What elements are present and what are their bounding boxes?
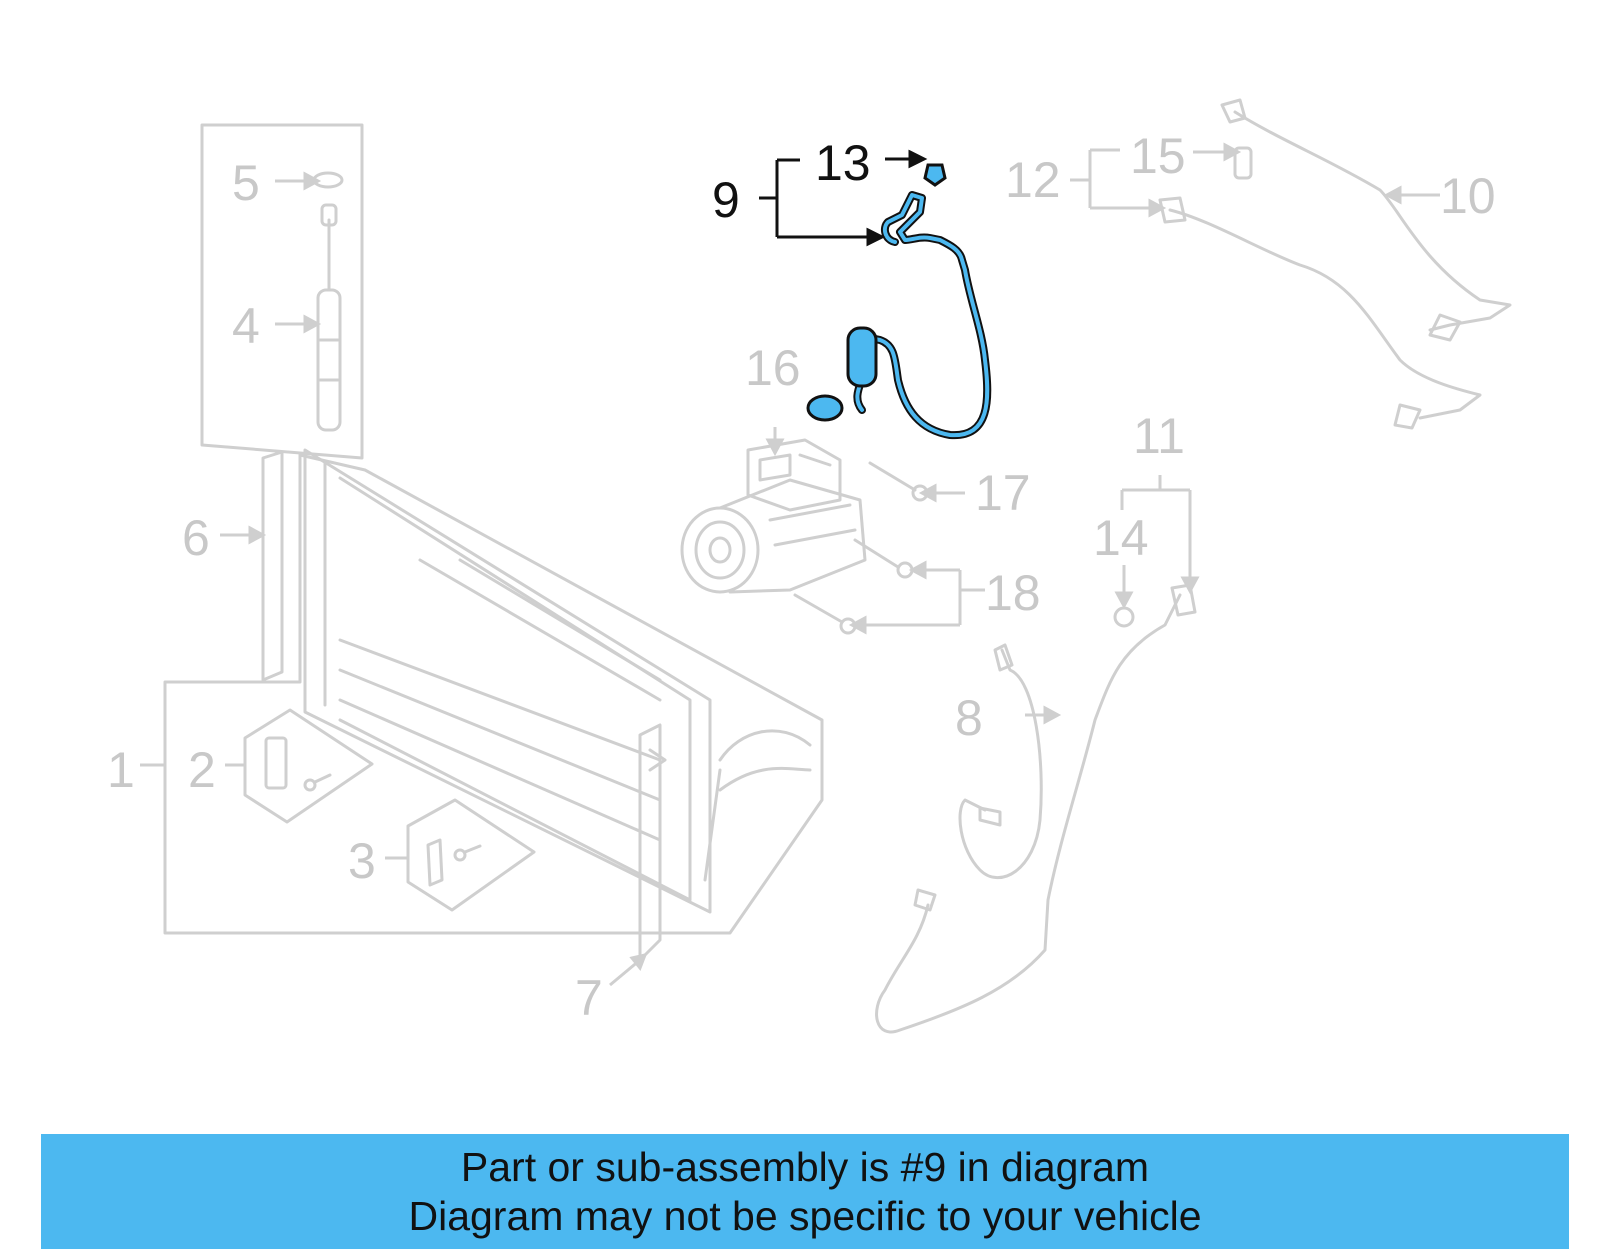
banner-line-disclaimer: Diagram may not be specific to your vehi… [408, 1192, 1202, 1239]
bracket-inset-part-2 [243, 708, 374, 824]
callout-2: 2 [188, 742, 216, 798]
bolt-part-18b [793, 593, 857, 635]
callout-14: 14 [1093, 510, 1149, 566]
side-bracket-part-7 [638, 723, 662, 962]
callout-10: 10 [1440, 168, 1496, 224]
callout-6: 6 [182, 510, 210, 566]
pressure-line-part-11 [875, 593, 1182, 1034]
bolt-part-17 [868, 461, 929, 502]
drier-cylinder-part-4 [316, 203, 342, 432]
drier-box-outline [200, 123, 364, 460]
compressor-part-16 [680, 438, 867, 594]
suction-line-part-12 [1168, 208, 1482, 420]
callout-3: 3 [348, 833, 376, 889]
callout-16: 16 [745, 340, 801, 396]
valve-part-14 [1113, 606, 1135, 628]
callout-17: 17 [975, 465, 1031, 521]
callout-8: 8 [955, 690, 983, 746]
callout-1: 1 [107, 742, 135, 798]
highlighted-hose-part-9 [806, 163, 992, 440]
valve-part-15 [1233, 146, 1253, 180]
bracket-inset-part-3 [406, 798, 536, 912]
callout-18: 18 [985, 565, 1041, 621]
callout-12: 12 [1005, 152, 1061, 208]
hose-part-8 [958, 648, 1043, 880]
condenser-pipe [703, 729, 812, 882]
callout-9: 9 [712, 172, 740, 228]
callout-13: 13 [815, 135, 871, 191]
info-banner: Part or sub-assembly is #9 in diagram Di… [41, 1134, 1569, 1249]
condenser-base-outline [163, 453, 824, 935]
callout-7: 7 [575, 970, 603, 1026]
callout-15: 15 [1130, 128, 1186, 184]
condenser-core [303, 448, 712, 914]
callout-4: 4 [232, 298, 260, 354]
callout-11: 11 [1133, 408, 1185, 464]
callout-5: 5 [232, 155, 260, 211]
seal-strip-part-6 [261, 450, 284, 682]
banner-line-part: Part or sub-assembly is #9 in diagram [460, 1143, 1150, 1190]
